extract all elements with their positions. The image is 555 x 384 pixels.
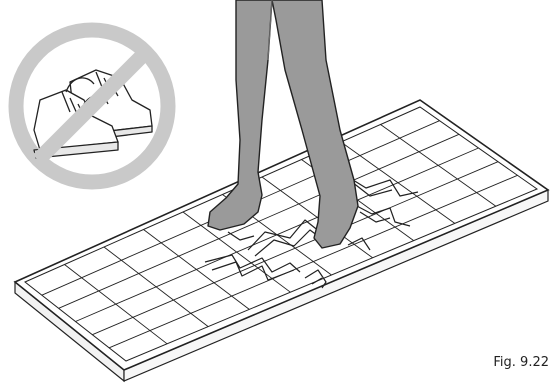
figure-caption: Fig. 9.22 [493, 355, 549, 370]
no-shoes-sign [16, 30, 168, 182]
